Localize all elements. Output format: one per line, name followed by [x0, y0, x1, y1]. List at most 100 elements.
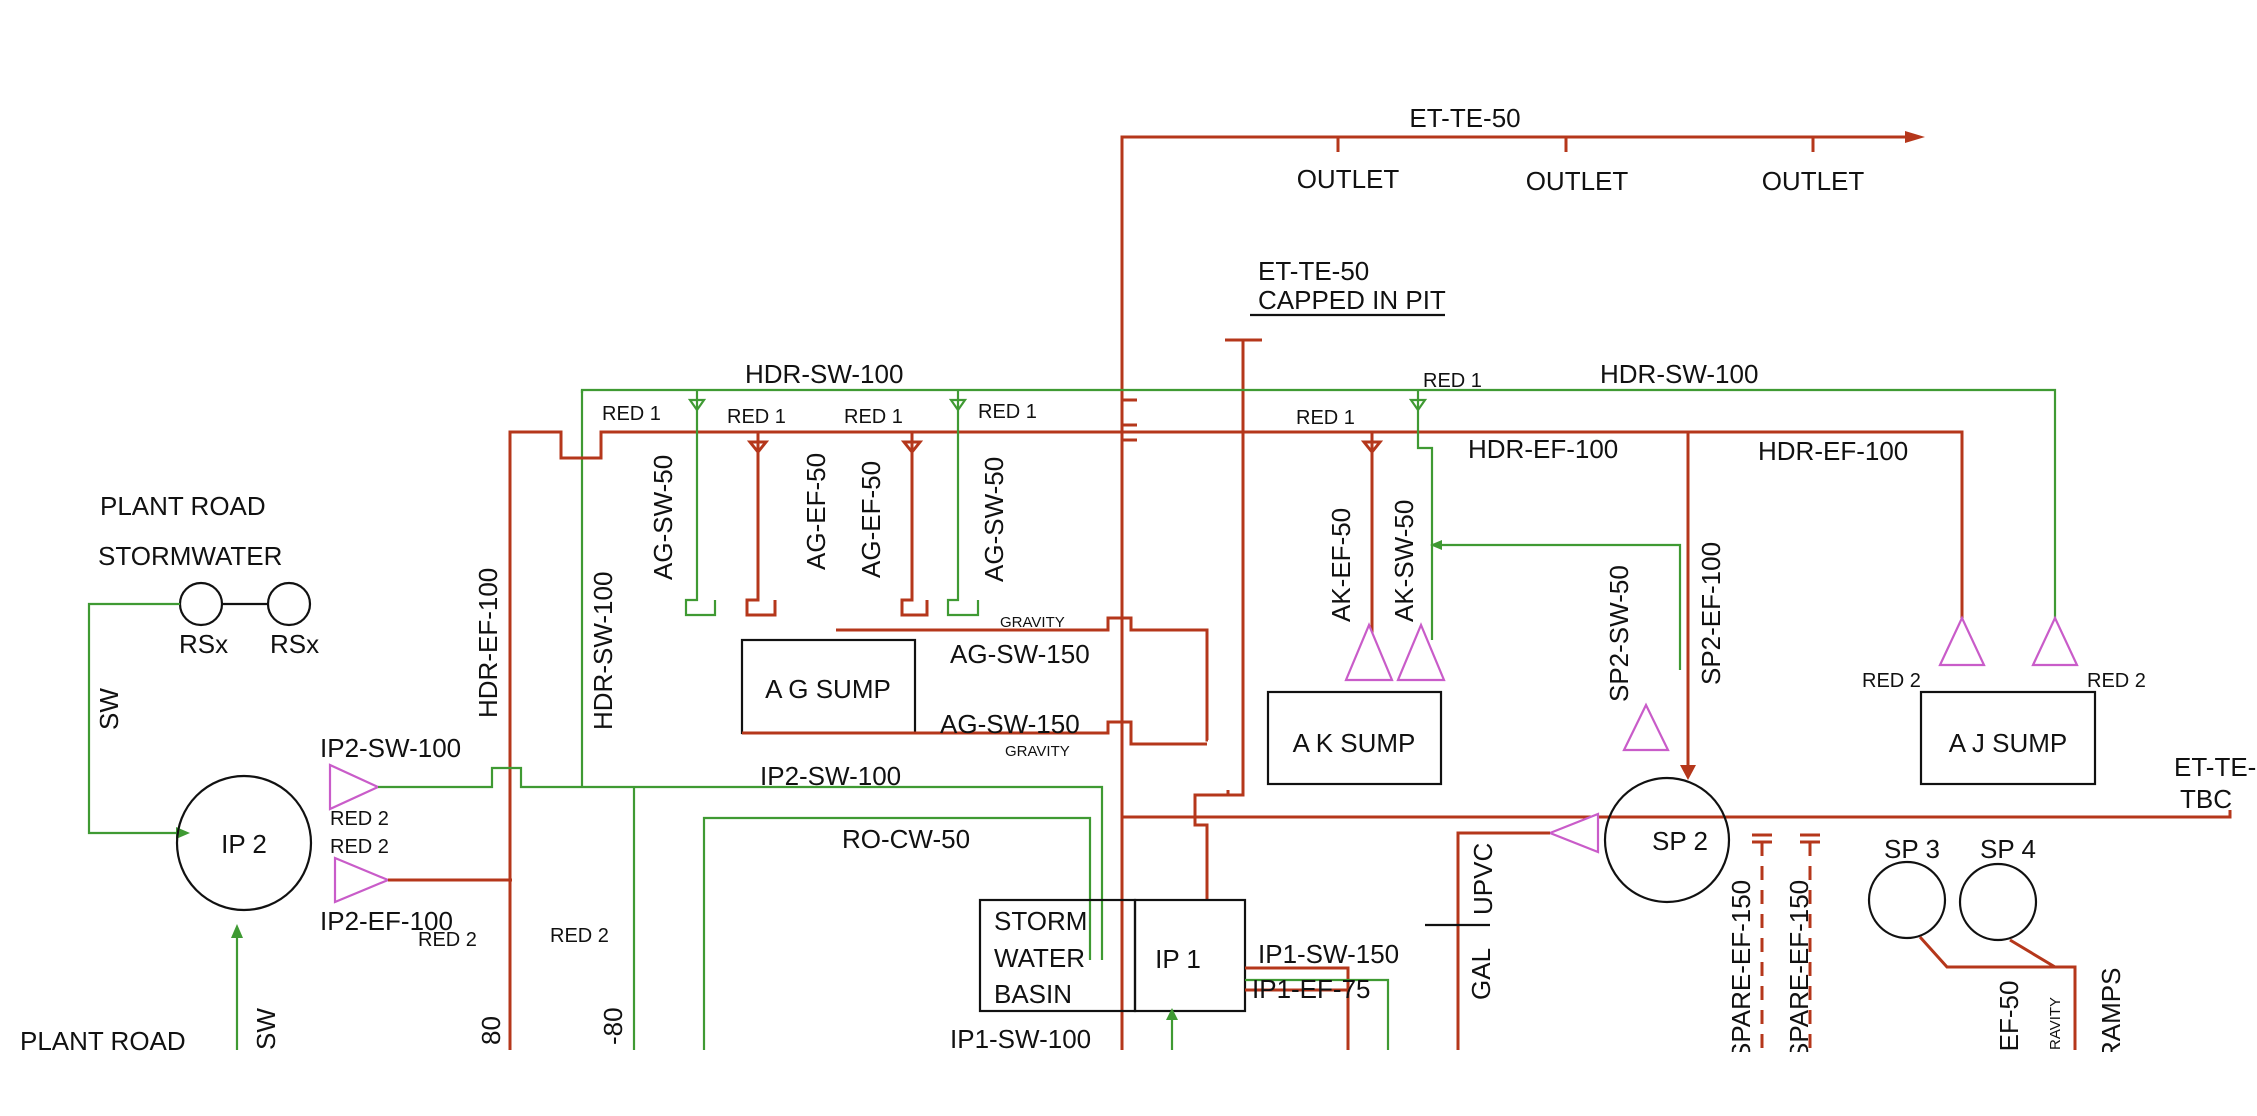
- ag-ef-50-label-2: AG-EF-50: [856, 461, 886, 578]
- et-te-right-label: ET-TE-: [2174, 752, 2256, 782]
- spare-ef-label-1: SPARE-EF-150: [1726, 880, 1756, 1060]
- capped-pipe-end: [1225, 338, 1262, 395]
- ag-sump-label: A G SUMP: [765, 674, 891, 704]
- ag-sw-50-label-2: AG-SW-50: [979, 457, 1009, 582]
- sp2-label: SP 2: [1652, 826, 1708, 856]
- ro-cw-label: RO-CW-50: [842, 824, 970, 854]
- ip2-inflow-arrow: [231, 924, 243, 938]
- ef-main-to-tbc: [1122, 810, 2232, 819]
- ro-cw-pipe: [702, 816, 1092, 1050]
- outlet-label-1: OUTLET: [1297, 164, 1400, 194]
- ip1-ef75-label: IP1-EF-75: [1252, 974, 1371, 1004]
- cut-ravity-label: RAVITY: [2047, 997, 2064, 1050]
- sp2-sw-50-label: SP2-SW-50: [1604, 565, 1634, 702]
- plant-road-label: PLANT ROAD: [100, 491, 266, 521]
- sp2-sw-pump: [1622, 702, 1670, 752]
- hdr-ef-vertical-label: HDR-EF-100: [473, 568, 503, 718]
- ag-sw150-upper: [836, 616, 1209, 742]
- red2-label-ip2-1: RED 2: [330, 808, 389, 830]
- red1-label-6: RED 1: [1423, 370, 1482, 392]
- sp2-outlet-pipe: [1456, 831, 1550, 1050]
- ag-sw150-lower: [742, 720, 1207, 746]
- ak-sw-50-label: AK-SW-50: [1389, 500, 1419, 622]
- storm-label-3: BASIN: [994, 979, 1072, 1009]
- ip2-pit: [175, 774, 313, 912]
- ak-branches: [1360, 390, 1682, 670]
- ak-sump-label: A K SUMP: [1293, 728, 1416, 758]
- ag-sw150-label-2: AG-SW-150: [940, 709, 1080, 739]
- red2-label-b: RED 2: [550, 925, 609, 947]
- spare-caps: [1752, 833, 1820, 844]
- outlet-label-2: OUTLET: [1526, 166, 1629, 196]
- capped-in-pit-label: CAPPED IN PIT: [1258, 285, 1446, 315]
- ip2-sw-main-label: IP2-SW-100: [760, 761, 901, 791]
- ip2-sw-main: [378, 766, 1104, 960]
- ip1-sw150-label: IP1-SW-150: [1258, 939, 1399, 969]
- rsx-pit-2: [266, 581, 312, 627]
- sp4-label: SP 4: [1980, 834, 2036, 864]
- aj-sump-label: A J SUMP: [1949, 728, 2067, 758]
- ip1-sw-pipe: [1245, 978, 1390, 1050]
- storm-label-1: STORM: [994, 906, 1087, 936]
- hdr-ef-label-right: HDR-EF-100: [1758, 436, 1908, 466]
- ak-ef-50-label: AK-EF-50: [1326, 508, 1356, 622]
- cut-80-label: 80: [476, 1016, 506, 1045]
- ef-jog: [1195, 790, 1230, 797]
- ag-sw-50-label-1: AG-SW-50: [648, 455, 678, 580]
- ip2-sw-pump: [328, 763, 381, 811]
- sp3-label: SP 3: [1884, 834, 1940, 864]
- ak-sump-box: [1266, 690, 1443, 786]
- red2-label-a: RED 2: [418, 929, 477, 951]
- ip1-sw100-label: IP1-SW-100: [950, 1024, 1091, 1054]
- aj-sump-box: [1919, 690, 2097, 786]
- cut-ramps-label: RAMPS: [2096, 968, 2126, 1060]
- aj-sw-pump: [2031, 615, 2079, 667]
- red1-label-5: RED 1: [1296, 407, 1355, 429]
- red2-label-aj-2: RED 2: [2087, 670, 2146, 692]
- ak-sw-pump: [1396, 622, 1446, 682]
- sp2-ef-100-label: SP2-EF-100: [1696, 542, 1726, 685]
- sw-line: [87, 602, 180, 835]
- ak-ef-pump: [1344, 622, 1394, 682]
- outlet-header-label: ET-TE-50: [1409, 103, 1520, 133]
- sp3-sp4-links: [1918, 935, 2077, 1050]
- red2-label-aj-1: RED 2: [1862, 670, 1921, 692]
- rsx-pit-1: [178, 581, 224, 627]
- ag-sw150-label-1: AG-SW-150: [950, 639, 1090, 669]
- red2-label-ip2-2: RED 2: [330, 836, 389, 858]
- tbc-label: TBC: [2180, 784, 2232, 814]
- rsx-label-2: RSx: [270, 629, 319, 659]
- cut-neg80-label: -80: [598, 1007, 628, 1045]
- outlet-label-3: OUTLET: [1762, 166, 1865, 196]
- ip2-label: IP 2: [221, 829, 267, 859]
- red1-label-2: RED 1: [727, 406, 786, 428]
- sp4-pit: [1958, 862, 2038, 942]
- red1-label-4: RED 1: [978, 401, 1037, 423]
- hdr-ef-header: [508, 430, 1964, 1050]
- sw-label-lower: SW: [251, 1008, 281, 1050]
- sw-arrow: [176, 827, 190, 839]
- ip2-sw-label: IP2-SW-100: [320, 733, 461, 763]
- hdr-sw-label-left: HDR-SW-100: [745, 359, 903, 389]
- capped-pipe-label: ET-TE-50: [1258, 256, 1369, 286]
- red1-label-3: RED 1: [844, 406, 903, 428]
- stormwater-label: STORMWATER: [98, 541, 282, 571]
- aj-ef-pump: [1938, 615, 1986, 667]
- sp2-out-pump: [1547, 812, 1600, 854]
- ag-branches: [684, 390, 980, 617]
- spare-pipes: [1760, 842, 1812, 1050]
- ag-ef-50-label-1: AG-EF-50: [801, 453, 831, 570]
- storm-label-2: WATER: [994, 943, 1085, 973]
- trunk-2: [1193, 395, 1245, 900]
- ip2-ef-label: IP2-EF-100: [320, 906, 453, 936]
- red1-label-1: RED 1: [602, 403, 661, 425]
- gal-label: GAL: [1466, 948, 1496, 1000]
- ip1-label: IP 1: [1155, 944, 1201, 974]
- gravity-label-1: GRAVITY: [1000, 614, 1065, 631]
- plant-road-label-lower: PLANT ROAD: [20, 1026, 186, 1056]
- hdr-sw-label-right: HDR-SW-100: [1600, 359, 1758, 389]
- spare-ef-label-2: SPARE-EF-150: [1784, 880, 1814, 1060]
- upvc-label: UPVC: [1468, 843, 1498, 915]
